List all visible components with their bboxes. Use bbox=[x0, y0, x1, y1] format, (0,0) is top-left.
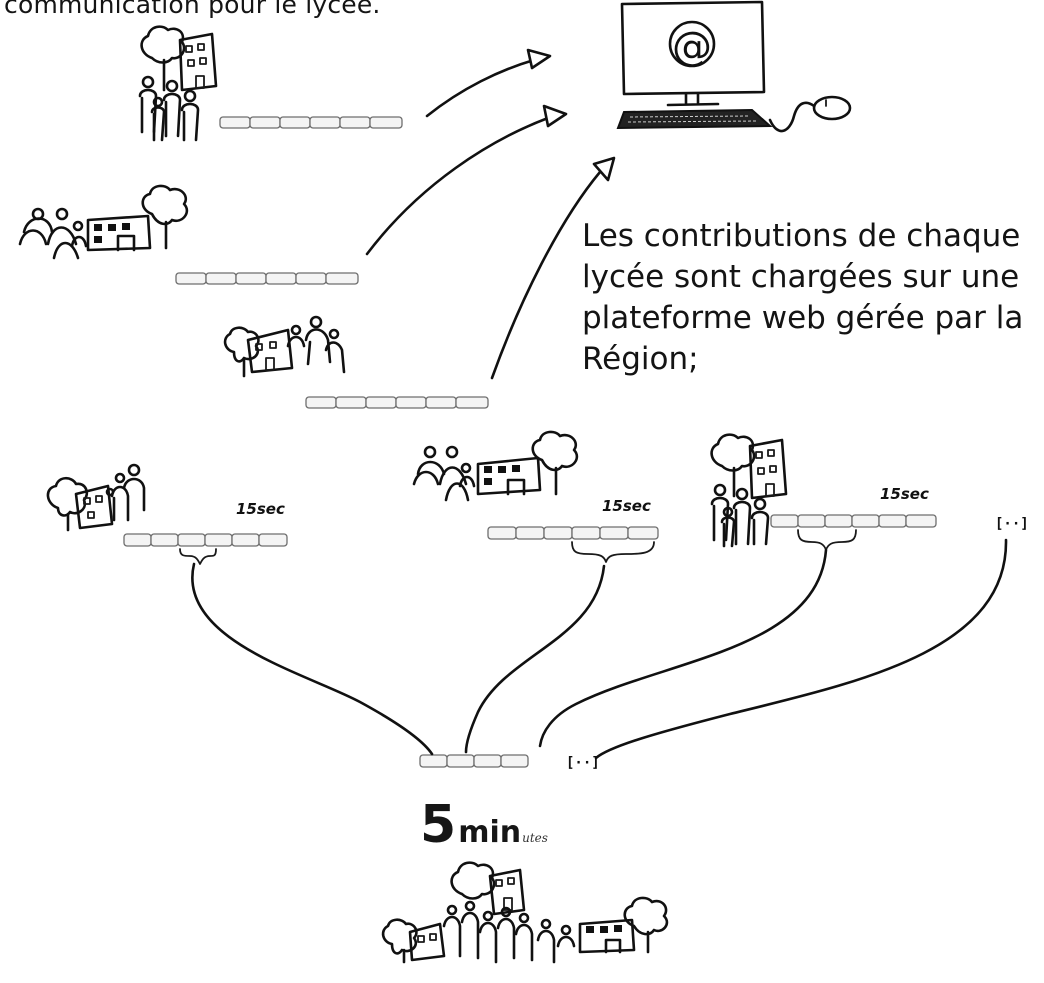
computer-icon: @ bbox=[616, 0, 852, 133]
school-group-2-icon bbox=[18, 184, 189, 260]
merge-curves bbox=[191, 538, 1008, 760]
final-clip-strip bbox=[419, 754, 529, 768]
upload-arrows bbox=[365, 48, 616, 380]
clip-strip-6 bbox=[770, 514, 937, 528]
duration-label: 5minutes bbox=[420, 795, 548, 855]
all-schools-group-icon bbox=[381, 861, 669, 964]
clip-strip-3 bbox=[305, 396, 489, 409]
school-group-4-icon bbox=[46, 463, 146, 532]
clip-strip-1 bbox=[219, 116, 403, 129]
at-symbol: @ bbox=[672, 24, 712, 70]
duration-number: 5 bbox=[420, 795, 457, 855]
school-group-1-icon bbox=[138, 25, 218, 142]
clip-label-1: 15sec bbox=[236, 500, 285, 518]
school-group-3-icon bbox=[223, 315, 346, 378]
clip-label-3: 15sec bbox=[880, 485, 929, 503]
upload-description: Les contributions de chaque lycée sont c… bbox=[582, 218, 1024, 377]
final-ellipsis-marker: [··] bbox=[566, 755, 600, 771]
duration-unit: min bbox=[458, 815, 522, 850]
clip-strip-2 bbox=[175, 272, 359, 285]
school-group-5-icon bbox=[412, 430, 579, 502]
clip-label-2: 15sec bbox=[602, 497, 651, 515]
ellipsis-marker: [··] bbox=[995, 516, 1029, 532]
duration-suffix: utes bbox=[522, 831, 548, 845]
clip-strip-4 bbox=[123, 533, 288, 547]
clip-strip-5 bbox=[487, 526, 659, 540]
school-group-6-icon bbox=[710, 433, 788, 548]
top-caption: communication pour le lycée. bbox=[4, 0, 381, 19]
